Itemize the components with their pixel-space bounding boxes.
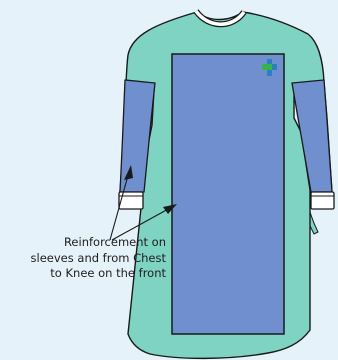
annotation-line-1: Reinforcement on <box>2 235 166 251</box>
front-reinforcement-panel <box>172 54 284 334</box>
annotation-line-3: to Knee on the front <box>2 266 166 282</box>
right-cuff <box>311 192 334 209</box>
annotation-line-2: sleeves and from Chest <box>2 251 166 267</box>
reinforcement-annotation: Reinforcement on sleeves and from Chest … <box>2 235 166 282</box>
